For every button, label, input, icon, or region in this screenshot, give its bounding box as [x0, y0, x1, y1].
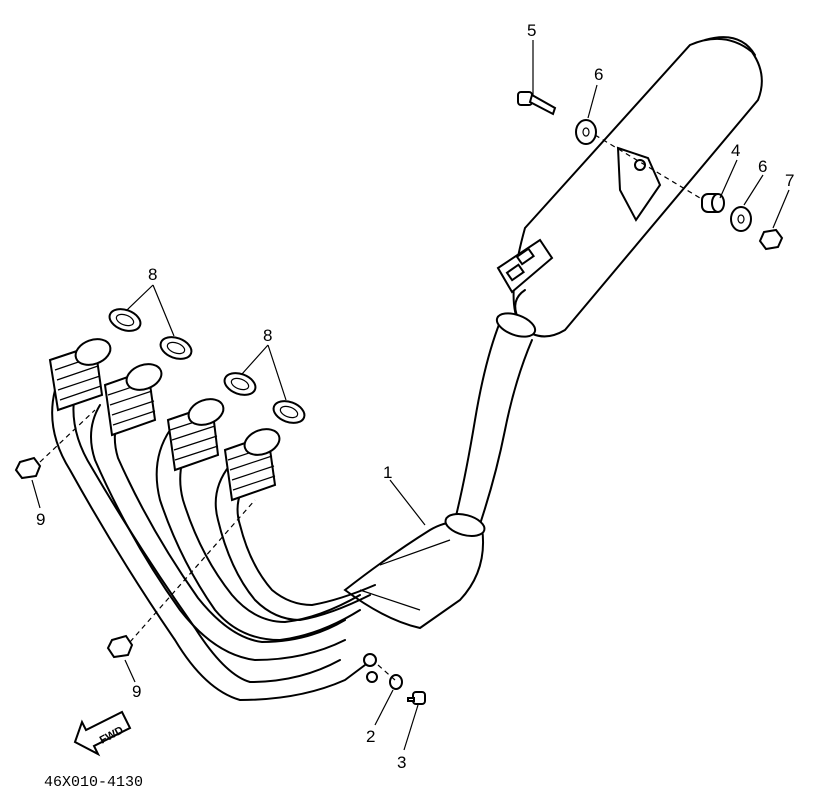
exhaust-pipe-assembly	[343, 312, 537, 683]
callout-6-lower: 6	[758, 157, 767, 176]
forward-arrow: FWD	[73, 710, 132, 757]
washer-1	[575, 119, 597, 145]
gasket-3	[223, 372, 257, 396]
part-code: 46X010-4130	[44, 774, 143, 791]
callout-8-left: 8	[148, 265, 157, 284]
callout-1: 1	[383, 463, 392, 482]
flange-1	[48, 338, 112, 412]
flange-nut-2	[106, 634, 134, 659]
header-flanges	[48, 338, 281, 502]
callout-3: 3	[397, 753, 406, 772]
header-pipes	[51, 389, 376, 701]
callout-2: 2	[366, 727, 375, 746]
callout-8-right: 8	[263, 326, 272, 345]
flange-3	[166, 398, 225, 472]
leader-lines	[31, 40, 790, 751]
callout-6-upper: 6	[594, 65, 603, 84]
collar	[701, 193, 725, 213]
nut	[758, 228, 784, 251]
hardware-parts	[14, 91, 784, 705]
callout-5: 5	[527, 21, 536, 40]
gasket-2	[159, 336, 193, 360]
callout-9-upper: 9	[36, 510, 45, 529]
flange-4	[223, 428, 281, 502]
flange-2	[103, 363, 163, 437]
muffler	[496, 36, 763, 338]
callout-9-lower: 9	[132, 682, 141, 701]
gasket-1	[108, 308, 142, 332]
washer-2	[730, 206, 752, 232]
callouts: 5 6 4 6 7 8 8 1 9 9 2 3	[36, 21, 794, 772]
small-bolt	[407, 691, 426, 705]
gasket-4	[272, 400, 306, 424]
flange-nut-1	[14, 456, 42, 480]
callout-7: 7	[785, 171, 794, 190]
bolt	[517, 91, 557, 116]
callout-4: 4	[731, 141, 740, 160]
